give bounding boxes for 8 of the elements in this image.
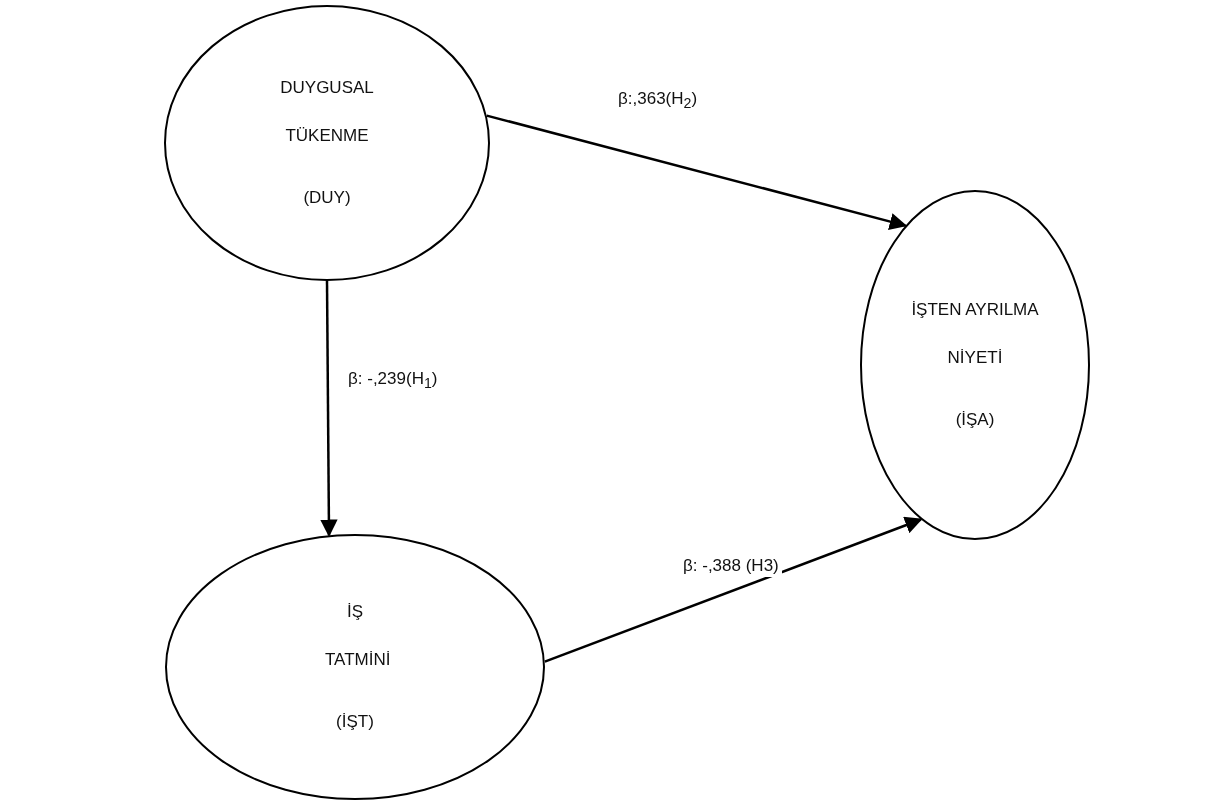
construct-name: (İŞT) bbox=[335, 711, 375, 733]
arrow bbox=[544, 516, 923, 663]
construct-name: DUYGUSAL TÜKENME bbox=[279, 77, 375, 147]
arrow bbox=[486, 114, 908, 231]
construct-name: (DUY) bbox=[302, 187, 352, 209]
construct-name: İŞTEN AYRILMA NİYETİ bbox=[910, 299, 1040, 369]
construct-name: (İŞA) bbox=[954, 409, 996, 431]
arrow bbox=[320, 281, 338, 537]
